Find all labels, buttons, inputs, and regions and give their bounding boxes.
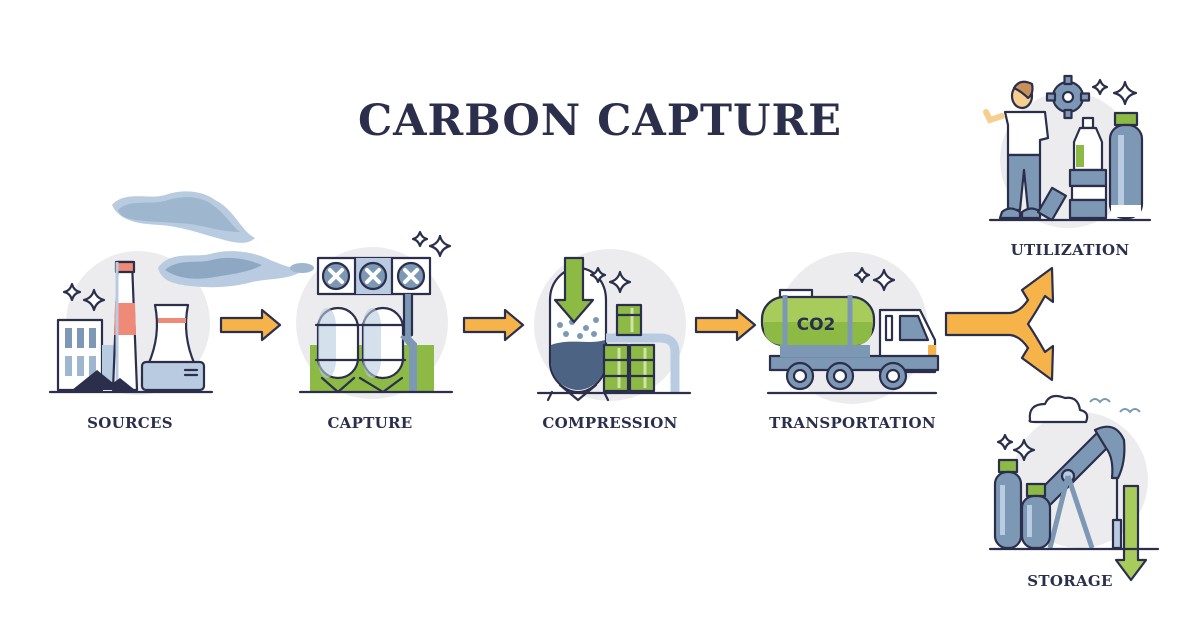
down-arrow-icon (1114, 484, 1148, 582)
cloud-icon (1028, 394, 1089, 424)
sparkle-icon (62, 282, 82, 302)
capture-illustration (296, 230, 454, 399)
utilization-illustration (983, 74, 1152, 228)
flow-arrow-icon (219, 308, 282, 342)
co2-tank-label: CO2 (797, 315, 836, 335)
transportation-illustration: CO2 (760, 252, 940, 404)
compression-illustration (534, 249, 692, 402)
stage-label-sources: SOURCES (87, 414, 173, 432)
split-arrow-icon (944, 266, 1055, 382)
stage-label-capture: CAPTURE (327, 414, 413, 432)
stage-label-storage: STORAGE (1027, 572, 1113, 590)
stage-label-utilization: UTILIZATION (1010, 241, 1130, 259)
flow-arrow-icon (462, 308, 525, 342)
stage-label-transportation: TRANSPORTATION (769, 414, 936, 432)
storage-illustration (988, 394, 1160, 582)
sources-illustration (48, 191, 314, 395)
diagram-title: CARBON CAPTURE (357, 96, 843, 146)
stage-label-compression: COMPRESSION (542, 414, 678, 432)
flow-arrow-icon (694, 308, 757, 342)
